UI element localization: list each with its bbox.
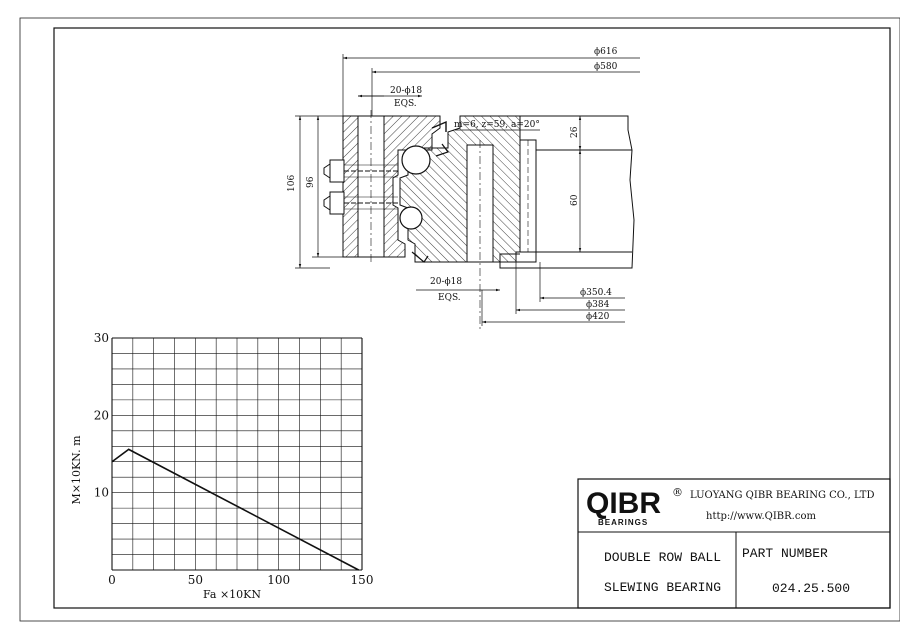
dim-outer-bolt-circle: ϕ580 <box>594 62 618 72</box>
y-tick-label: 30 <box>94 331 109 345</box>
lower-ball <box>399 206 423 230</box>
x-tick-label: 100 <box>267 573 290 587</box>
bearing-cross-section <box>323 110 635 330</box>
chart-xlabel: Fa ×10KN <box>203 588 261 601</box>
dimension-lines <box>295 54 640 326</box>
load-chart: 0 50 100 150 30 20 10 <box>94 331 374 587</box>
dim-height-inner: 60 <box>570 194 580 206</box>
part-number-value: 024.25.500 <box>772 581 850 596</box>
dim-height-outer: 96 <box>306 176 316 188</box>
upper-ball <box>401 145 431 175</box>
company-url: http://www.QIBR.com <box>706 511 816 522</box>
logo-registered-mark: ® <box>672 486 683 499</box>
dim-inner-holes-note: EQS. <box>438 293 461 303</box>
drawing-frame <box>53 27 891 609</box>
x-tick-label: 0 <box>108 573 116 587</box>
company-logo: QIBR <box>586 487 661 520</box>
dim-height-total: 106 <box>287 175 297 192</box>
dim-height-upper: 26 <box>570 126 580 138</box>
dim-inner-holes: 20-ϕ18 <box>430 277 462 287</box>
mating-housing <box>499 115 635 269</box>
y-tick-label: 20 <box>94 408 109 422</box>
chart-ylabel: M×10KN. m <box>70 435 83 505</box>
description-line-1: DOUBLE ROW BALL <box>604 550 721 565</box>
y-tick-label: 10 <box>94 486 109 500</box>
load-curve-line <box>111 448 360 571</box>
dim-gear-note: m=6, z=59, a=20° <box>454 120 540 130</box>
dim-inner-d3: ϕ420 <box>586 312 610 322</box>
x-tick-label: 150 <box>351 573 374 587</box>
dim-outer-holes-note: EQS. <box>394 99 417 109</box>
dim-outer-diameter: ϕ616 <box>594 47 618 57</box>
title-block <box>577 478 891 609</box>
dim-outer-holes: 20-ϕ18 <box>390 86 422 96</box>
sheet-border <box>19 17 900 622</box>
x-tick-label: 50 <box>188 573 203 587</box>
dim-inner-d2: ϕ384 <box>586 300 610 310</box>
description-line-2: SLEWING BEARING <box>604 580 721 595</box>
bolt-heads <box>323 159 398 215</box>
part-number-label: PART NUMBER <box>742 546 828 561</box>
company-name: LUOYANG QIBR BEARING CO., LTD <box>690 490 874 501</box>
dim-inner-d1: ϕ350.4 <box>580 288 612 298</box>
dimension-texts: ϕ616 ϕ580 20-ϕ18 EQS. m=6, z=59, a=20° 1… <box>287 47 618 322</box>
logo-subtitle: BEARINGS <box>598 518 648 527</box>
